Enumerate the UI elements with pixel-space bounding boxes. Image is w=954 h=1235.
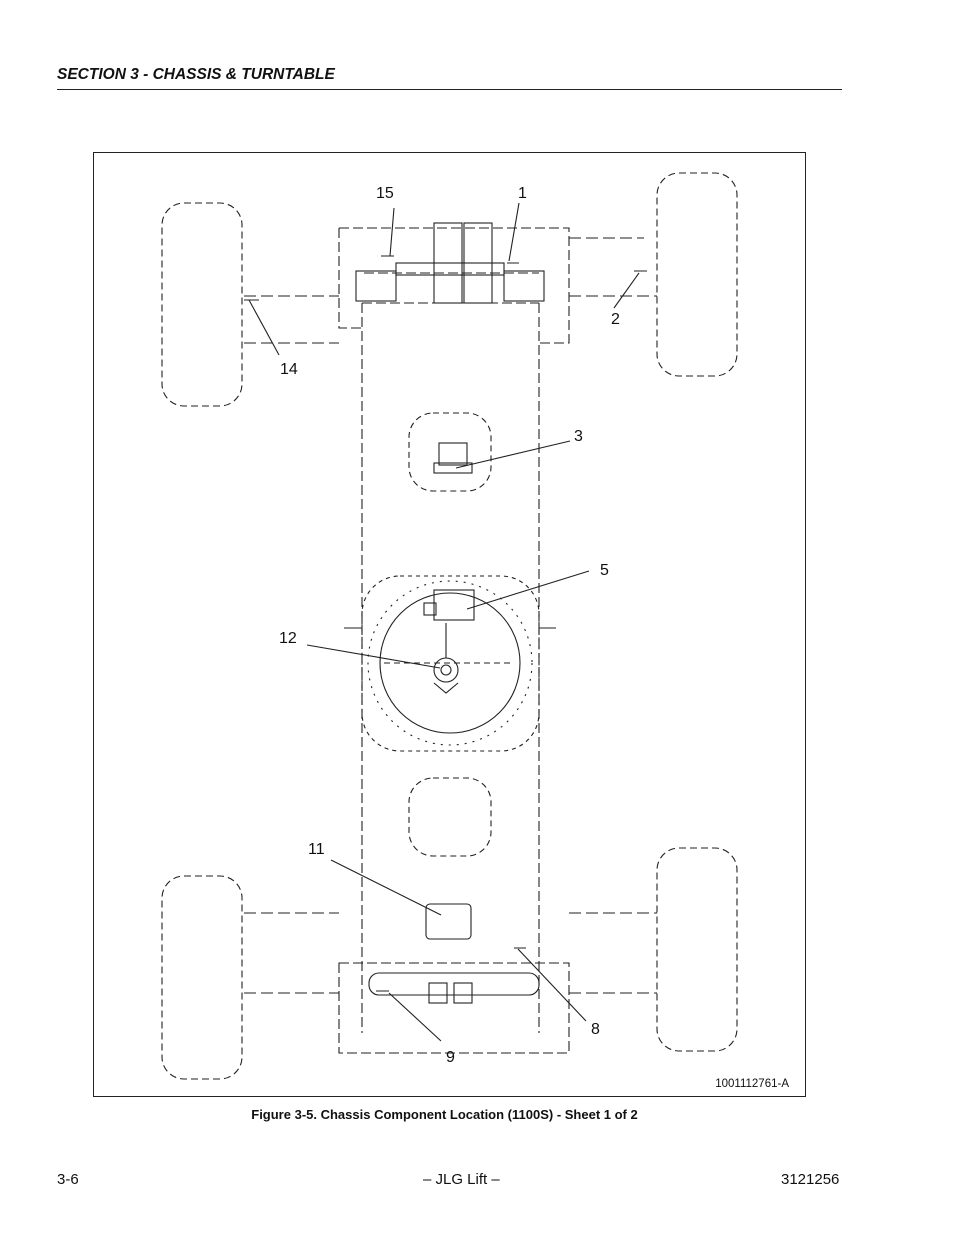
turntable-bearing (367, 580, 533, 746)
tire-front-right (656, 172, 738, 377)
tire-rear-left (161, 875, 243, 1080)
callout-2: 2 (611, 311, 620, 328)
header-rule (57, 89, 842, 90)
figure-caption-row: Figure 3-5. Chassis Component Location (… (0, 1107, 954, 1122)
figure-caption: Figure 3-5. Chassis Component Location (… (251, 1107, 638, 1122)
callout-9: 9 (446, 1049, 455, 1066)
callout-15: 15 (376, 185, 394, 202)
figure-frame: 15 1 2 14 3 5 12 11 8 9 1001112761-A (93, 152, 806, 1097)
turntable-plate (361, 575, 540, 752)
callout-1: 1 (518, 185, 527, 202)
callout-8: 8 (591, 1021, 600, 1038)
tire-front-left (161, 202, 243, 407)
document-number: 3121256 (781, 1171, 840, 1188)
brand-footer: – JLG Lift – (423, 1171, 500, 1188)
tire-rear-right (656, 847, 738, 1052)
section-title: SECTION 3 - CHASSIS & TURNTABLE (57, 66, 335, 83)
callout-12: 12 (279, 630, 297, 647)
callout-14: 14 (280, 361, 298, 378)
page-number: 3-6 (57, 1171, 79, 1188)
callout-11: 11 (308, 841, 325, 858)
callout-5: 5 (600, 562, 609, 579)
drawing-number: 1001112761-A (715, 1078, 789, 1090)
chassis-drawing (161, 172, 738, 1080)
callout-3: 3 (574, 428, 583, 445)
